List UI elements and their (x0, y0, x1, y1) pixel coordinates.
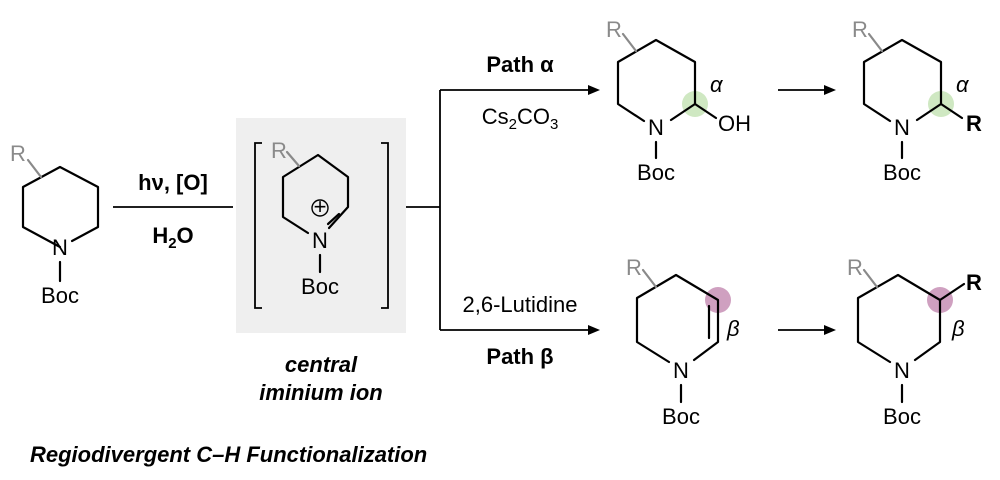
starting-material: R N Boc (10, 141, 100, 308)
hydroxyl-group: OH (718, 111, 751, 136)
beta-product: R R β N Boc (847, 255, 982, 429)
r-group: R (10, 141, 26, 166)
positive-charge-circle (311, 199, 329, 217)
enecarbamate-r-group: R (626, 255, 642, 280)
enecarbamate-ring-bonds (635, 273, 720, 364)
boc-group: Boc (41, 283, 79, 308)
positive-charge: + (314, 194, 327, 219)
iminium-r-group: R (271, 138, 287, 163)
beta-enecarbamate: R β N Boc (626, 255, 740, 429)
left-bracket (254, 142, 262, 309)
step1-conditions: hν, [O] H2O (113, 170, 233, 252)
ring-bonds (21, 165, 100, 249)
beta-arrowhead (588, 325, 600, 335)
alpha-product: R R α N Boc (852, 17, 982, 185)
beta-product-r-bold: R (966, 270, 982, 295)
enecarbamate-substituent-bond (641, 268, 658, 289)
path-beta-base: 2,6-Lutidine (463, 292, 578, 317)
scheme-caption: Regiodivergent C–H Functionalization (30, 442, 427, 467)
intermediate-box (236, 118, 406, 333)
alpha-product-boc: Boc (883, 160, 921, 185)
hemiaminal-nitrogen: N (648, 115, 664, 140)
path-alpha-label: Path α (486, 52, 554, 77)
right-bracket (381, 142, 389, 309)
beta-product-ring-bonds (856, 273, 942, 364)
alpha-product-substituent-bond (867, 32, 884, 53)
alpha-hemiaminal: OH R α N Boc (606, 17, 751, 185)
beta-product-beta-label: β (951, 316, 965, 341)
nitrogen-atom: N (52, 235, 68, 260)
iminium-intermediate: R + N Boc (236, 118, 406, 333)
iminium-nitrogen: N (312, 228, 328, 253)
path-alpha-base: Cs2CO3 (482, 104, 559, 133)
alpha-product-nitrogen: N (894, 115, 910, 140)
iminium-double-bond (326, 212, 341, 226)
beta-product-nitrogen: N (894, 358, 910, 383)
intermediate-label-line1: central (285, 352, 358, 377)
intermediate-label-line2: iminium ion (259, 380, 382, 405)
hemiaminal-boc: Boc (637, 160, 675, 185)
alpha-step2-arrowhead (824, 85, 836, 95)
c-oh-bond (693, 102, 718, 120)
beta-product-boc: Boc (883, 404, 921, 429)
beta-product-substituent-bond (862, 268, 879, 289)
alpha-arrowhead (588, 85, 600, 95)
enecarbamate-nitrogen: N (673, 358, 689, 383)
water-reagent: H2O (152, 223, 193, 252)
alpha-product-alpha-label: α (956, 72, 970, 97)
beta-product-r-group: R (847, 255, 863, 280)
enecarbamate-boc: Boc (662, 404, 700, 429)
hemiaminal-substituent-bond (621, 32, 638, 53)
alpha-product-r-group: R (852, 17, 868, 42)
hemiaminal-r-group: R (606, 17, 622, 42)
iminium-boc: Boc (301, 274, 339, 299)
photo-oxidation-reagent: hν, [O] (138, 170, 208, 195)
beta-product-c-r-bond (938, 282, 966, 302)
hemiaminal-alpha-label: α (710, 72, 724, 97)
branch-connector (406, 85, 600, 335)
iminium-ring-bonds (281, 153, 350, 235)
iminium-substituent-bond (285, 150, 301, 168)
substituent-bond (26, 158, 43, 179)
enecarbamate-beta-label: β (726, 316, 740, 341)
beta-step2-arrowhead (824, 325, 836, 335)
alpha-product-r-bold: R (966, 111, 982, 136)
alpha-product-c-r-bond (939, 102, 964, 120)
path-beta-label: Path β (486, 344, 553, 369)
